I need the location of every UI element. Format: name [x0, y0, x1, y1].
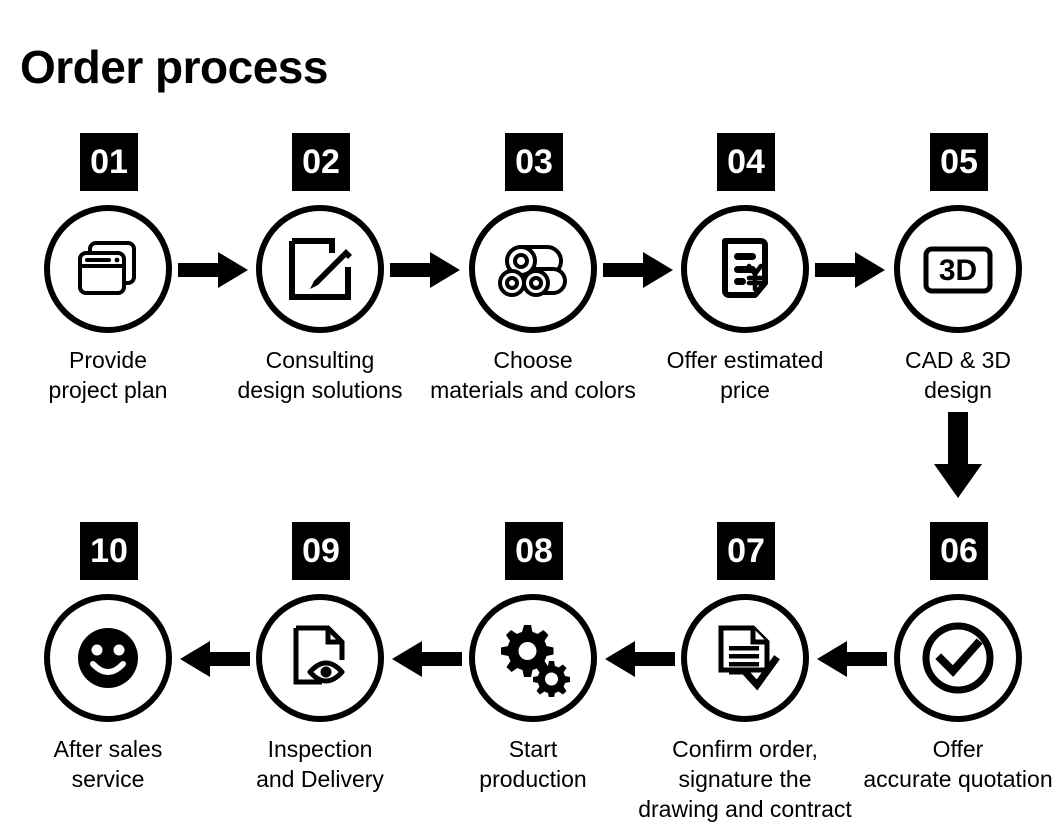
- page-title: Order process: [20, 41, 328, 93]
- step-badge-10: 10: [80, 522, 138, 580]
- arrow-left-icon-1: [817, 641, 887, 677]
- step-circle-02[interactable]: [256, 205, 384, 333]
- step-caption-10: After sales service: [53, 736, 163, 792]
- step-circle-06[interactable]: [894, 594, 1022, 722]
- step-badge-03: 03: [505, 133, 563, 191]
- stacked-pipes-icon: [498, 245, 567, 297]
- step-caption-03: Choose materials and colors: [430, 347, 636, 403]
- step-caption-01: Provide project plan: [48, 347, 168, 403]
- step-badge-06: 06: [930, 522, 988, 580]
- smiley-face-icon: [78, 628, 138, 688]
- document-eye-icon: [293, 625, 345, 685]
- step-circle-03[interactable]: [469, 205, 597, 333]
- step-caption-02: Consulting design solutions: [237, 347, 403, 403]
- gears-icon: [501, 625, 570, 697]
- step-circle-04[interactable]: [681, 205, 809, 333]
- step-badge-09: 09: [292, 522, 350, 580]
- step-caption-05: CAD & 3D design: [904, 347, 1012, 403]
- pencil-edit-square-icon: [289, 238, 352, 300]
- arrow-right-icon-2: [390, 252, 460, 288]
- step-caption-06: Offer accurate quotation: [863, 736, 1053, 792]
- step-circle-10[interactable]: [44, 594, 172, 722]
- arrow-right-icon-1: [178, 252, 248, 288]
- step-circle-07[interactable]: [681, 594, 809, 722]
- arrow-right-icon-3: [603, 252, 673, 288]
- step-caption-09: Inspection and Delivery: [256, 736, 384, 792]
- step-caption-08: Start production: [479, 736, 587, 792]
- step-badge-05: 05: [930, 133, 988, 191]
- step-circle-09[interactable]: [256, 594, 384, 722]
- arrow-right-icon-4: [815, 252, 885, 288]
- stacked-windows-icon: [78, 241, 136, 295]
- svg-text:3D: 3D: [939, 254, 977, 287]
- step-badge-01: 01: [80, 133, 138, 191]
- step-badge-04: 04: [717, 133, 775, 191]
- step-badge-02: 02: [292, 133, 350, 191]
- step-circle-05[interactable]: 3D: [894, 205, 1022, 333]
- arrow-left-icon-3: [392, 641, 462, 677]
- three-d-screen-icon: 3D: [923, 246, 993, 294]
- arrow-down-icon: [934, 412, 982, 498]
- step-badge-08: 08: [505, 522, 563, 580]
- step-badge-07: 07: [717, 522, 775, 580]
- invoice-yen-icon: [722, 238, 768, 298]
- check-circle-icon: [922, 622, 994, 694]
- step-circle-08[interactable]: [469, 594, 597, 722]
- step-caption-07: Confirm order, signature the drawing and…: [638, 736, 852, 822]
- document-check-icon: [718, 625, 780, 691]
- arrow-left-icon-2: [605, 641, 675, 677]
- step-caption-04: Offer estimated price: [666, 347, 824, 403]
- arrow-left-icon-4: [180, 641, 250, 677]
- step-circle-01[interactable]: [44, 205, 172, 333]
